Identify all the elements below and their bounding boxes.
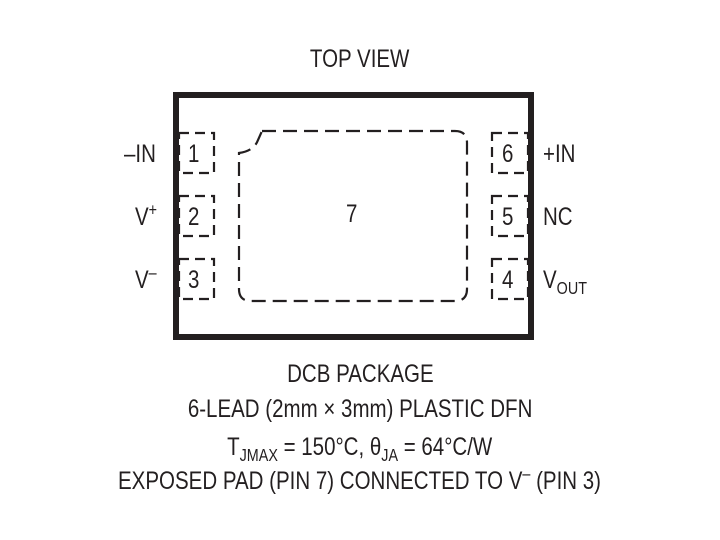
- pin-1-number: 1: [188, 140, 200, 168]
- exposed-pad-outline: [237, 129, 469, 303]
- pin-6-label: +IN: [543, 140, 576, 168]
- pin-5-pad: [490, 194, 530, 238]
- pin-1-pad: [177, 131, 216, 175]
- pin-6-pad: [490, 131, 530, 175]
- pin-2-label: V+: [135, 199, 158, 231]
- pin-3-number: 3: [188, 266, 200, 294]
- pin-3-label: V–: [135, 262, 157, 294]
- pin-1-label: –IN: [124, 140, 156, 168]
- pin-5-number: 5: [502, 203, 514, 231]
- pin-4-pad: [490, 257, 530, 301]
- pin-3-pad: [177, 257, 216, 301]
- pin-2-number: 2: [188, 203, 200, 231]
- pin-4-number: 4: [502, 266, 514, 294]
- exposed-pad-number: 7: [346, 200, 358, 228]
- caption-lead-info: 6-LEAD (2mm × 3mm) PLASTIC DFN: [187, 395, 533, 423]
- pin-2-pad: [177, 194, 216, 238]
- caption-thermal: TJMAX = 150°C, θJA = 64°C/W: [227, 433, 493, 465]
- caption-exposed-pad: EXPOSED PAD (PIN 7) CONNECTED TO V– (PIN…: [118, 463, 602, 495]
- pin-6-number: 6: [502, 140, 514, 168]
- view-title: TOP VIEW: [310, 45, 410, 73]
- caption-package: DCB PACKAGE: [286, 360, 434, 388]
- pin-5-label: NC: [543, 203, 573, 231]
- package-outline: [173, 92, 534, 340]
- pin-4-label: VOUT: [543, 266, 587, 298]
